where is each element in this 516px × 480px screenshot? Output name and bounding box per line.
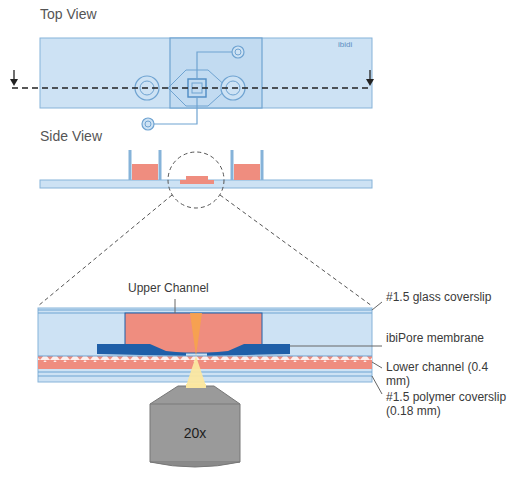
view-title: Top View [40,6,97,23]
part-label: #1.5 polymer coverslip (0.18 mm) [386,390,512,419]
section-line [10,70,374,88]
view-title: Side View [40,128,102,145]
part-label: ibiPore membrane [386,331,484,345]
part-label: Lower channel (0.4 mm) [386,360,512,389]
top-view-slide [40,38,372,130]
leader-lines [175,299,382,394]
part-label: #1.5 glass coverslip [386,290,491,304]
magnification-label: 20x [150,425,240,442]
chamber-cross-section [38,308,372,392]
objective-lens [150,384,240,467]
logo-watermark: ibidi [338,40,352,50]
side-view-slide [38,150,372,306]
part-label: Upper Channel [126,281,211,295]
